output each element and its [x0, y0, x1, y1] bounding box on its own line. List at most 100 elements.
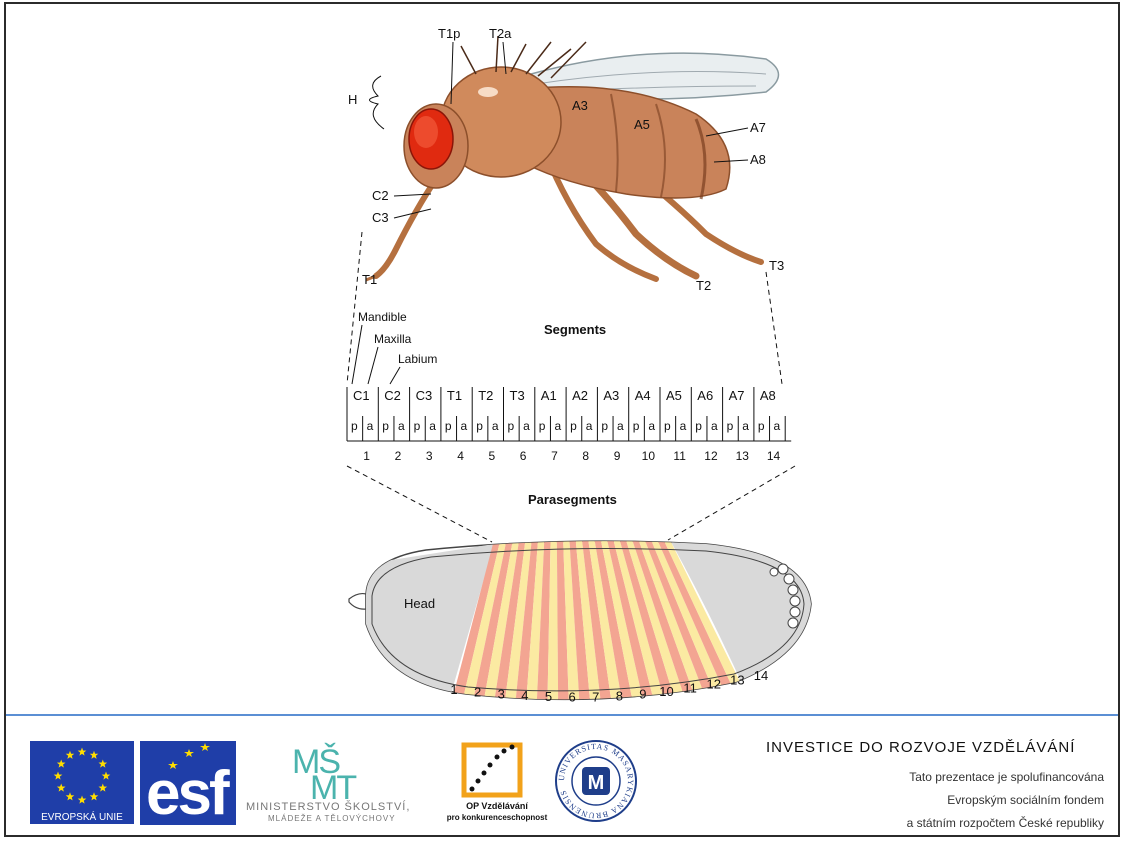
embryo-head-label: Head — [404, 596, 435, 611]
segment-label-4: T1 — [447, 388, 462, 403]
op-line2: pro konkurenceschopnost — [442, 813, 552, 822]
a-label: a — [492, 419, 499, 433]
a-label: a — [648, 419, 655, 433]
p-label: p — [508, 419, 515, 433]
op-line1: OP Vzdělávání — [442, 801, 552, 811]
label-A3: A3 — [572, 98, 588, 113]
a-label: a — [586, 419, 593, 433]
embryo-number-12: 12 — [707, 677, 721, 692]
parasegment-number-2: 2 — [395, 449, 402, 463]
footer-line-2: Evropským sociálním fondem — [947, 793, 1104, 807]
parasegment-number-9: 9 — [614, 449, 621, 463]
segments-title: Segments — [544, 322, 606, 337]
embryo-number-8: 8 — [616, 688, 623, 703]
a-label: a — [774, 419, 781, 433]
a-label: a — [523, 419, 530, 433]
p-label: p — [351, 419, 358, 433]
segment-label-1: C1 — [353, 388, 370, 403]
a-label: a — [680, 419, 687, 433]
label-A8: A8 — [750, 152, 766, 167]
p-label: p — [633, 419, 640, 433]
label-labium: Labium — [398, 352, 437, 366]
p-label: p — [695, 419, 702, 433]
label-maxilla: Maxilla — [374, 332, 412, 346]
label-H: H — [348, 92, 357, 107]
a-label: a — [461, 419, 468, 433]
segment-label-14: A8 — [760, 388, 776, 403]
label-C2: C2 — [372, 188, 389, 203]
mu-seal-icon: UNIVERSITAS MASARYKIANA BRUNENSIS M — [554, 739, 638, 823]
segment-label-11: A5 — [666, 388, 682, 403]
a-label: a — [617, 419, 624, 433]
a-label: a — [429, 419, 436, 433]
embryo-number-6: 6 — [568, 690, 575, 705]
label-T2: T2 — [696, 278, 711, 293]
esf-label: esf — [146, 763, 227, 825]
segment-label-10: A4 — [635, 388, 651, 403]
mu-logo: UNIVERSITAS MASARYKIANA BRUNENSIS M — [554, 739, 638, 823]
segment-label-13: A7 — [729, 388, 745, 403]
label-mandible: Mandible — [358, 310, 407, 324]
embryo-number-2: 2 — [474, 684, 481, 699]
p-label: p — [570, 419, 577, 433]
label-C3: C3 — [372, 210, 389, 225]
fly-segmentation-diagram: T1p T2a H A3 A5 A7 A8 C2 C3 T1 T2 T3 Man… — [6, 4, 1118, 712]
embryo-number-5: 5 — [545, 689, 552, 704]
fly-thorax-highlight — [478, 87, 498, 97]
op-mark-icon — [442, 739, 552, 801]
esf-logo: esf — [140, 741, 236, 825]
embryo-number-3: 3 — [498, 686, 505, 701]
a-label: a — [367, 419, 374, 433]
embryo-number-14: 14 — [754, 668, 768, 683]
a-label: a — [742, 419, 749, 433]
p-label: p — [445, 419, 452, 433]
msmt-line1: MINISTERSTVO ŠKOLSTVÍ, — [246, 801, 410, 813]
segment-label-12: A6 — [697, 388, 713, 403]
label-T3: T3 — [769, 258, 784, 273]
svg-text:MT: MT — [310, 769, 356, 801]
segment-label-7: A1 — [541, 388, 557, 403]
label-T2a: T2a — [489, 26, 512, 41]
p-label: p — [382, 419, 389, 433]
embryo-number-13: 13 — [730, 672, 744, 687]
parasegment-number-3: 3 — [426, 449, 433, 463]
fly-illustration — [366, 36, 779, 280]
parasegment-number-14: 14 — [767, 449, 781, 463]
a-label: a — [398, 419, 405, 433]
parasegment-number-12: 12 — [704, 449, 718, 463]
slide: T1p T2a H A3 A5 A7 A8 C2 C3 T1 T2 T3 Man… — [4, 2, 1120, 837]
p-label: p — [664, 419, 671, 433]
eu-flag-icon — [30, 741, 134, 811]
p-label: p — [601, 419, 608, 433]
parasegment-number-6: 6 — [520, 449, 527, 463]
segment-label-9: A3 — [603, 388, 619, 403]
embryo-number-1: 1 — [450, 682, 457, 697]
msmt-mark-icon: MŠ MT — [244, 739, 426, 801]
embryo-tip — [349, 594, 366, 610]
segment-label-2: C2 — [384, 388, 401, 403]
p-label: p — [758, 419, 765, 433]
p-label: p — [727, 419, 734, 433]
footer-divider — [6, 714, 1118, 716]
msmt-line2: MLÁDEŽE A TĚLOVÝCHOVY — [268, 814, 396, 823]
parasegment-number-11: 11 — [673, 449, 686, 463]
p-label: p — [476, 419, 483, 433]
embryo-number-10: 10 — [659, 684, 673, 699]
a-label: a — [554, 419, 561, 433]
footer-line-1: Tato prezentace je spolufinancována — [909, 770, 1104, 784]
fly-eye-highlight — [414, 116, 438, 148]
parasegment-number-1: 1 — [363, 449, 370, 463]
parasegments-title: Parasegments — [528, 492, 617, 507]
msmt-logo: MŠ MT MINISTERSTVO ŠKOLSTVÍ, MLÁDEŽE A T… — [244, 739, 426, 829]
parasegment-number-7: 7 — [551, 449, 558, 463]
parasegment-number-8: 8 — [582, 449, 589, 463]
eu-label: EVROPSKÁ UNIE — [30, 811, 134, 824]
segment-label-3: C3 — [416, 388, 433, 403]
parasegment-number-4: 4 — [457, 449, 464, 463]
embryo-number-9: 9 — [639, 686, 646, 701]
p-label: p — [539, 419, 546, 433]
footer-title: INVESTICE DO ROZVOJE VZDĚLÁVÁNÍ — [766, 739, 1075, 756]
parasegment-number-5: 5 — [489, 449, 496, 463]
footer-line-3: a státním rozpočtem České republiky — [907, 816, 1104, 830]
